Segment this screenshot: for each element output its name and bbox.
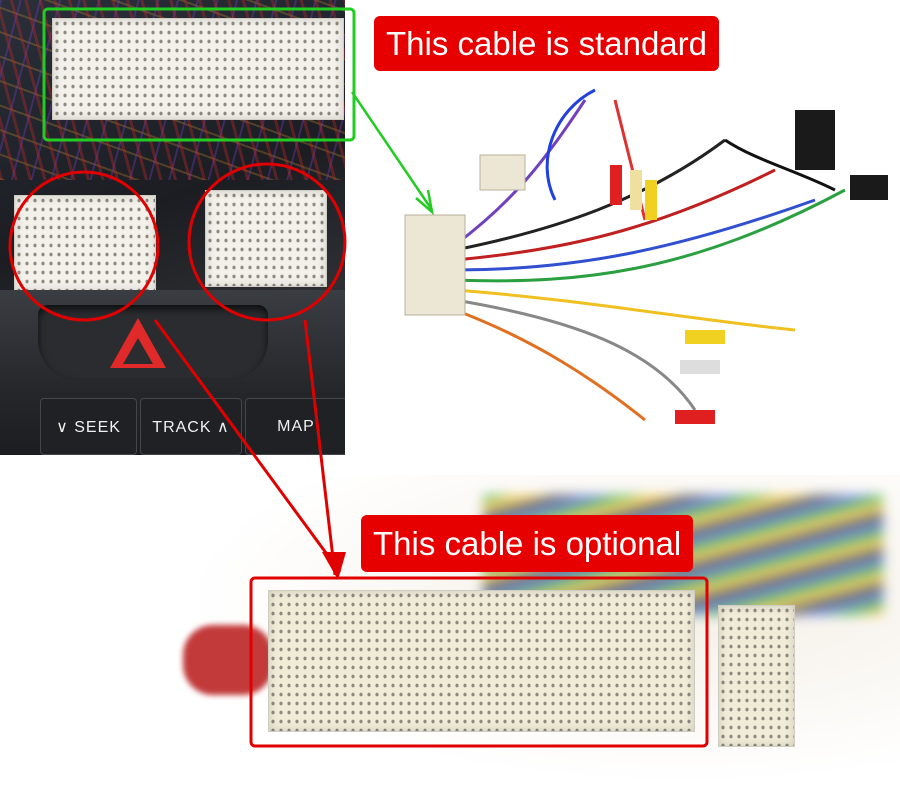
standard-label: This cable is standard [374,16,719,71]
harness-main-connector [404,214,466,316]
optional-arrow-right [303,319,337,576]
rca-plugs [610,165,725,424]
optional-arrow-left [153,319,342,573]
standard-arrow [350,91,434,211]
hazard-icon-inner [123,338,153,364]
track-button: TRACK ∧ [140,398,242,455]
optional-arrowhead [322,552,346,580]
standard-arrowhead [415,189,434,216]
right-plug-circle [187,162,347,322]
seek-button: ∨ SEEK [40,398,137,455]
left-plug-circle [8,170,160,322]
optional-side-connector [718,605,795,747]
harness-photo [404,88,888,424]
right-plug-photo [205,190,327,287]
harness-iso-connector [795,110,835,170]
standard-connector-photo [52,18,344,120]
harness-black-plug [850,175,888,200]
map-button: MAP [245,398,345,455]
left-plug-photo [14,195,156,292]
harness-wires [454,88,846,422]
harness-small-connector [479,154,526,191]
optional-label: This cable is optional [361,515,694,572]
blurred-rca-plug [183,625,273,695]
optional-highlight-box [249,576,709,748]
optional-main-connector [268,590,695,732]
standard-highlight-box [42,7,356,142]
